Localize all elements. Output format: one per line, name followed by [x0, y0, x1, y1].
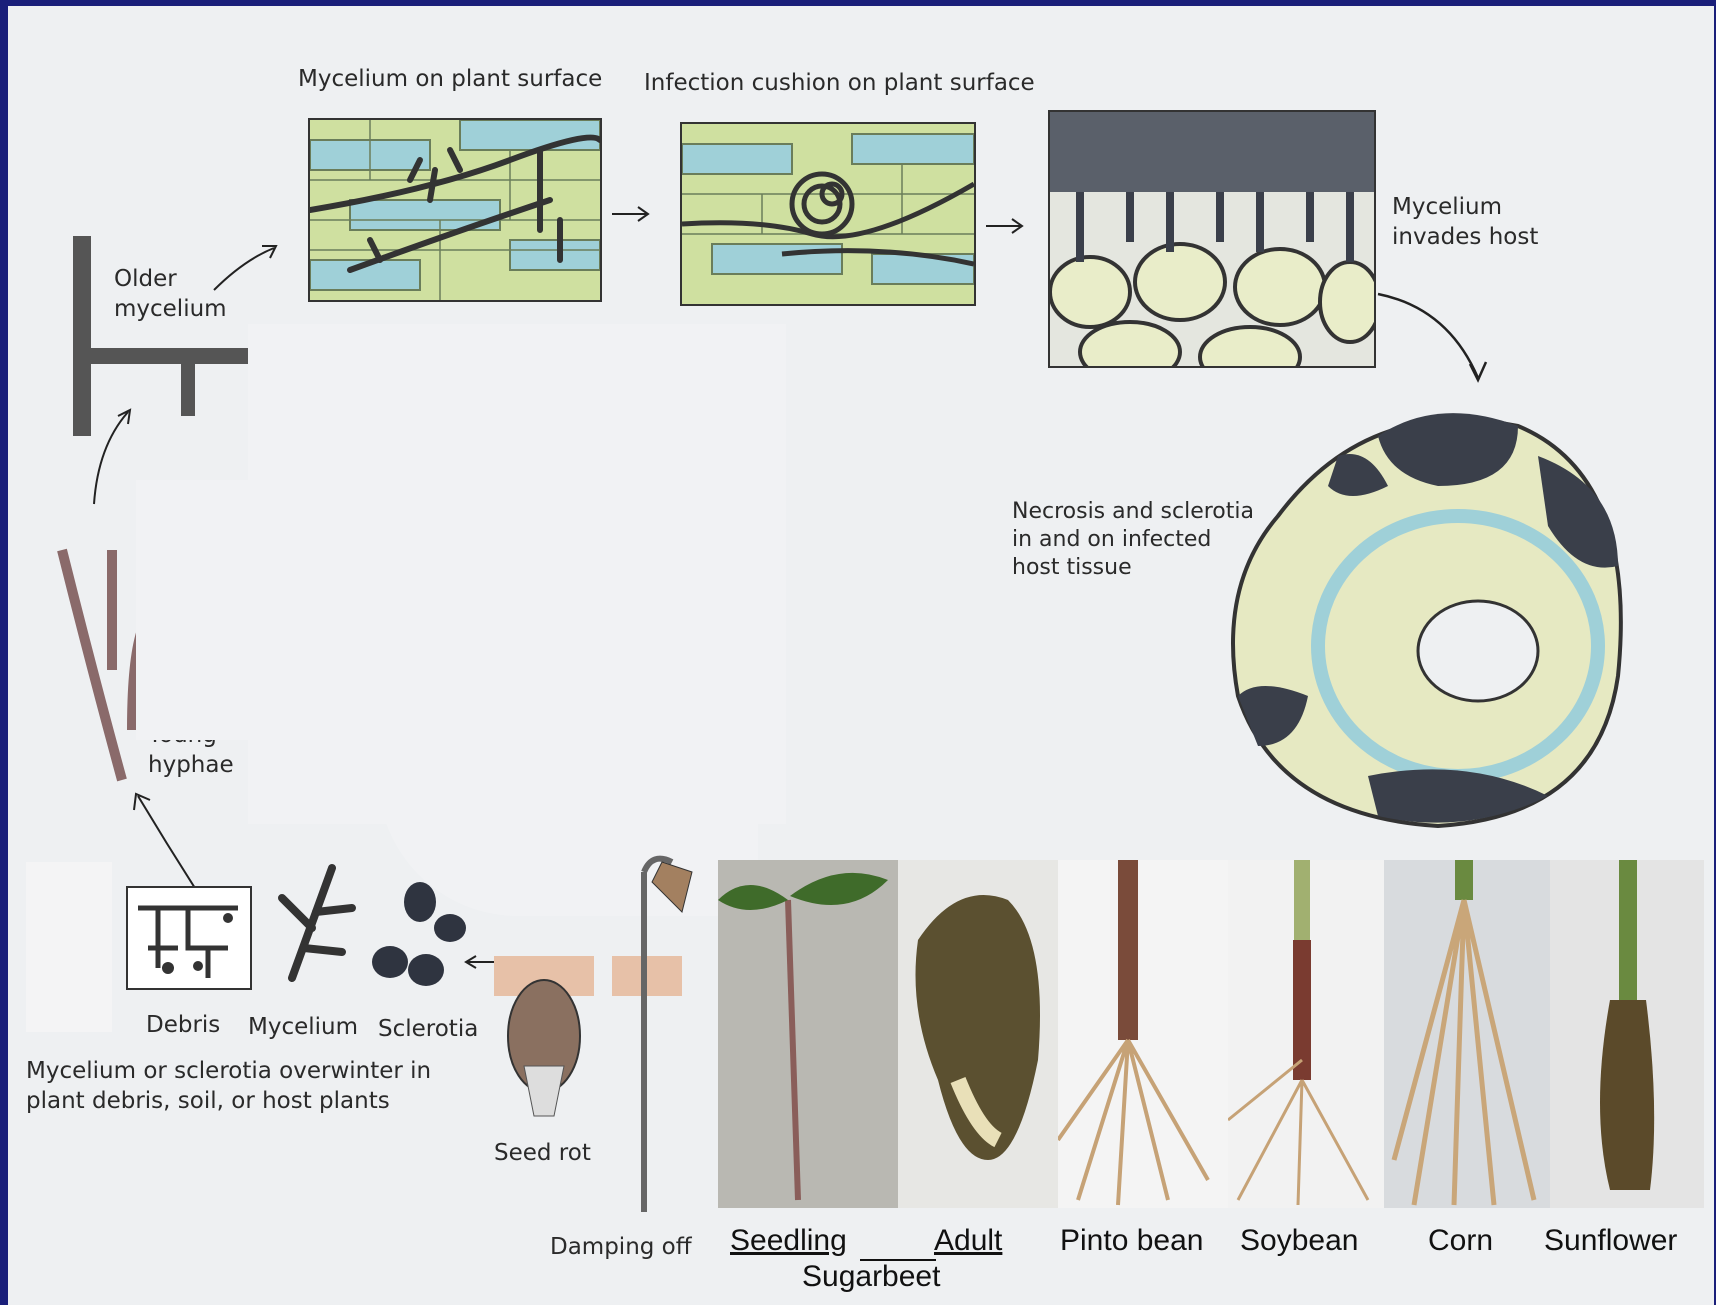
- debris-illustration: [126, 886, 252, 990]
- mycelium-on-plant-surface-label: Mycelium on plant surface: [298, 64, 602, 94]
- curved-arrow-down: [1378, 288, 1498, 388]
- debris-label: Debris: [146, 1010, 220, 1040]
- blank-area-bottom: [26, 862, 112, 1032]
- photo-soybean: [1228, 860, 1384, 1208]
- arrow-up-right: [214, 240, 284, 300]
- caption-corn: Corn: [1428, 1224, 1493, 1258]
- caption-pinto-bean: Pinto bean: [1060, 1224, 1203, 1258]
- caption-adult: Adult: [934, 1224, 1002, 1258]
- infection-cushion-label: Infection cushion on plant surface: [644, 68, 1035, 98]
- caption-sugarbeet: Sugarbeet: [802, 1260, 940, 1294]
- caption-seedling: Seedling: [730, 1224, 847, 1258]
- blank-area: [248, 324, 786, 824]
- seed-rot-illustration: [494, 956, 604, 1136]
- mycelium-invades-illustration: [1048, 110, 1376, 368]
- damping-off-label: Damping off: [550, 1232, 692, 1262]
- arrow-right-1: [612, 204, 652, 224]
- mycelium-invades-host-label: Mycelium invades host: [1392, 192, 1538, 252]
- diagram-panel: Mycelium on plant surface Infection cush…: [8, 6, 1714, 1305]
- sclerotia-label: Sclerotia: [378, 1014, 478, 1044]
- necrosis-cross-section-illustration: [1218, 396, 1638, 826]
- photo-sugarbeet-seedling: [718, 860, 898, 1208]
- infection-cushion-illustration: [680, 122, 976, 306]
- arrow-right-2: [986, 216, 1026, 236]
- caption-sunflower: Sunflower: [1544, 1224, 1677, 1258]
- photo-pinto-bean: [1058, 860, 1228, 1208]
- blank-area-left: [136, 480, 256, 740]
- overwinter-label: Mycelium or sclerotia overwinter in plan…: [26, 1056, 431, 1116]
- caption-soybean: Soybean: [1240, 1224, 1358, 1258]
- damping-off-illustration: [612, 852, 702, 1222]
- mycelium-illustration: [272, 868, 362, 988]
- photo-corn: [1384, 860, 1550, 1208]
- sclerotia-illustration: [370, 880, 470, 990]
- mycelium-surface-illustration: [308, 118, 602, 302]
- photo-sugarbeet-adult: [898, 860, 1058, 1208]
- photo-sunflower: [1550, 860, 1704, 1208]
- seed-rot-label: Seed rot: [494, 1138, 591, 1168]
- mycelium-label: Mycelium: [248, 1012, 358, 1042]
